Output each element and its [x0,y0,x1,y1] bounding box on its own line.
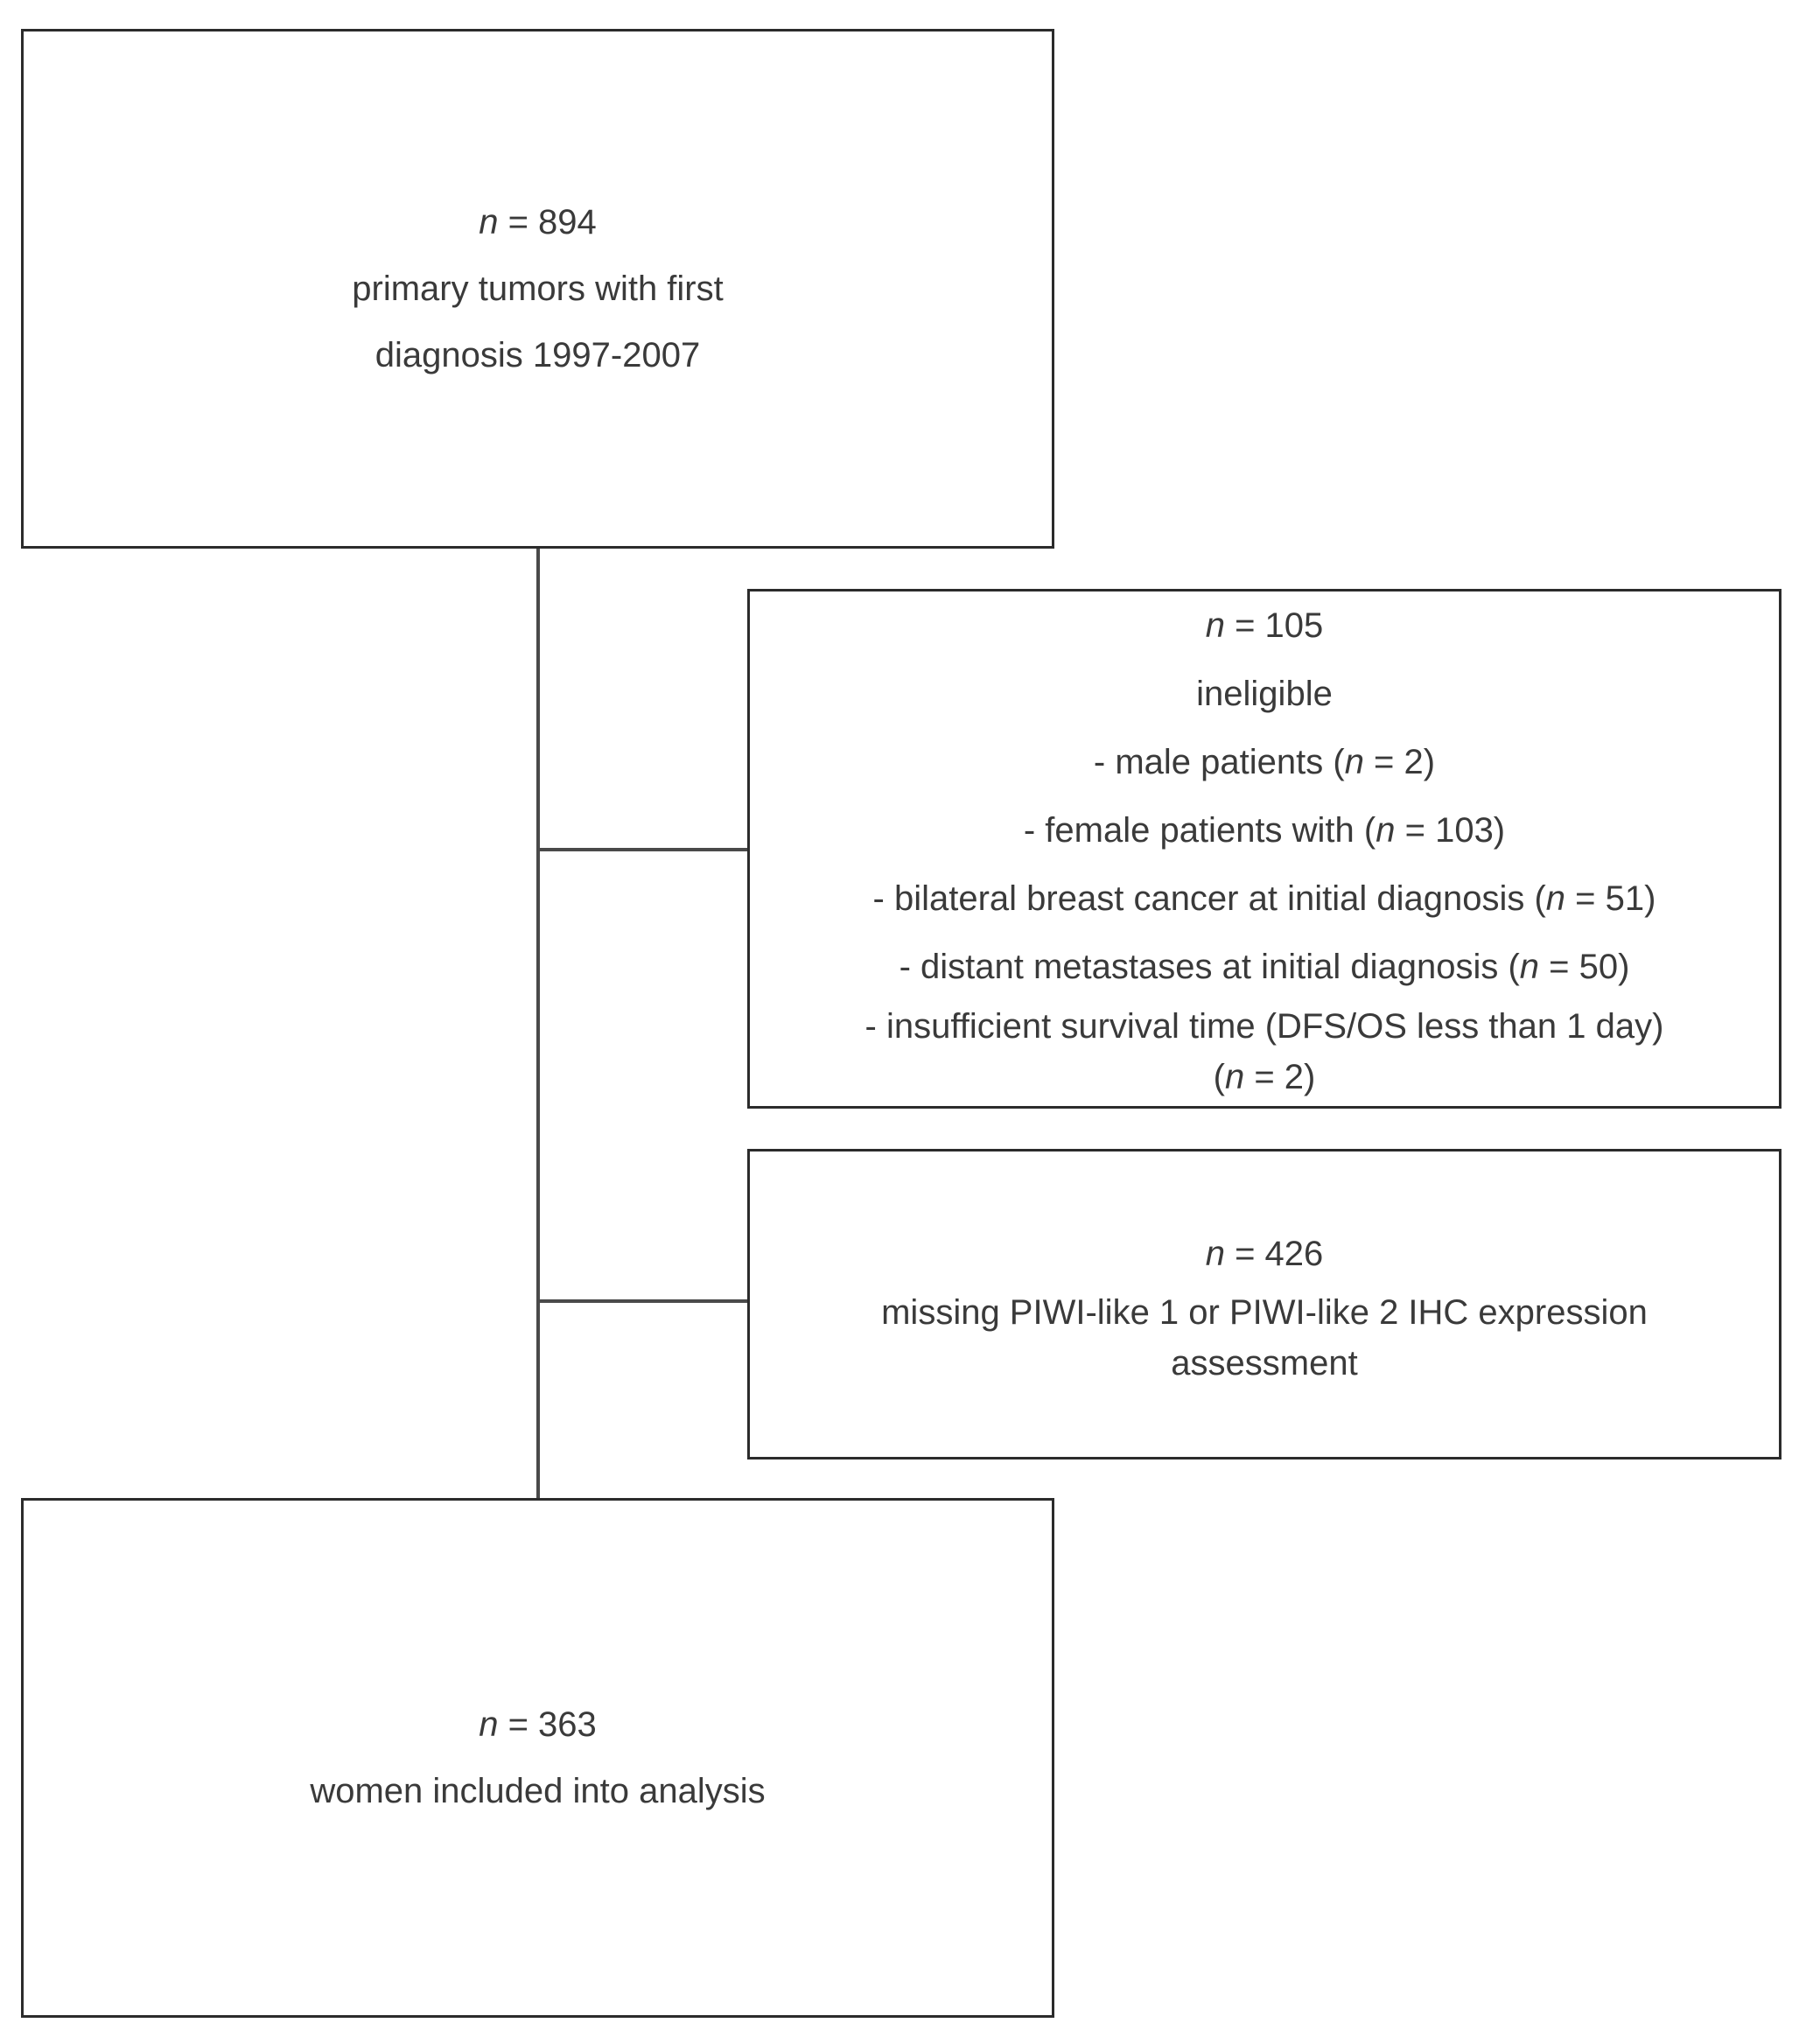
exclusion-item: - insufficient survival time (DFS/OS les… [864,1007,1664,1046]
box-primary-tumors: n = 894 primary tumors with first diagno… [21,29,1054,549]
branch-connector-ineligible [538,848,749,851]
box-text-line: diagnosis 1997-2007 [374,336,701,374]
box-ineligible: n = 105 ineligible - male patients (n = … [747,589,1782,1109]
box-text-line: missing PIWI-like 1 or PIWI-like 2 IHC e… [881,1292,1648,1332]
branch-connector-missing [538,1299,749,1303]
count-label: n = 894 [479,203,597,242]
box-included: n = 363 women included into analysis [21,1498,1054,2018]
count-label: n = 363 [479,1705,597,1744]
count-label: n = 426 [1205,1234,1324,1273]
main-vertical-connector [536,547,540,1500]
exclusion-item: (n = 2) [1213,1058,1316,1096]
box-title: ineligible [1196,675,1333,713]
exclusion-item: - female patients with (n = 103) [1023,811,1506,850]
box-text-line: assessment [1171,1343,1358,1382]
exclusion-item: - distant metastases at initial diagnosi… [899,948,1630,986]
exclusion-item: - bilateral breast cancer at initial dia… [872,879,1656,918]
count-label: n = 105 [1205,606,1324,645]
box-text-line: women included into analysis [310,1772,766,1810]
box-text-line: primary tumors with first [352,270,724,308]
box-missing-expression: n = 426 missing PIWI-like 1 or PIWI-like… [747,1149,1782,1460]
exclusion-item: - male patients (n = 2) [1093,743,1436,781]
